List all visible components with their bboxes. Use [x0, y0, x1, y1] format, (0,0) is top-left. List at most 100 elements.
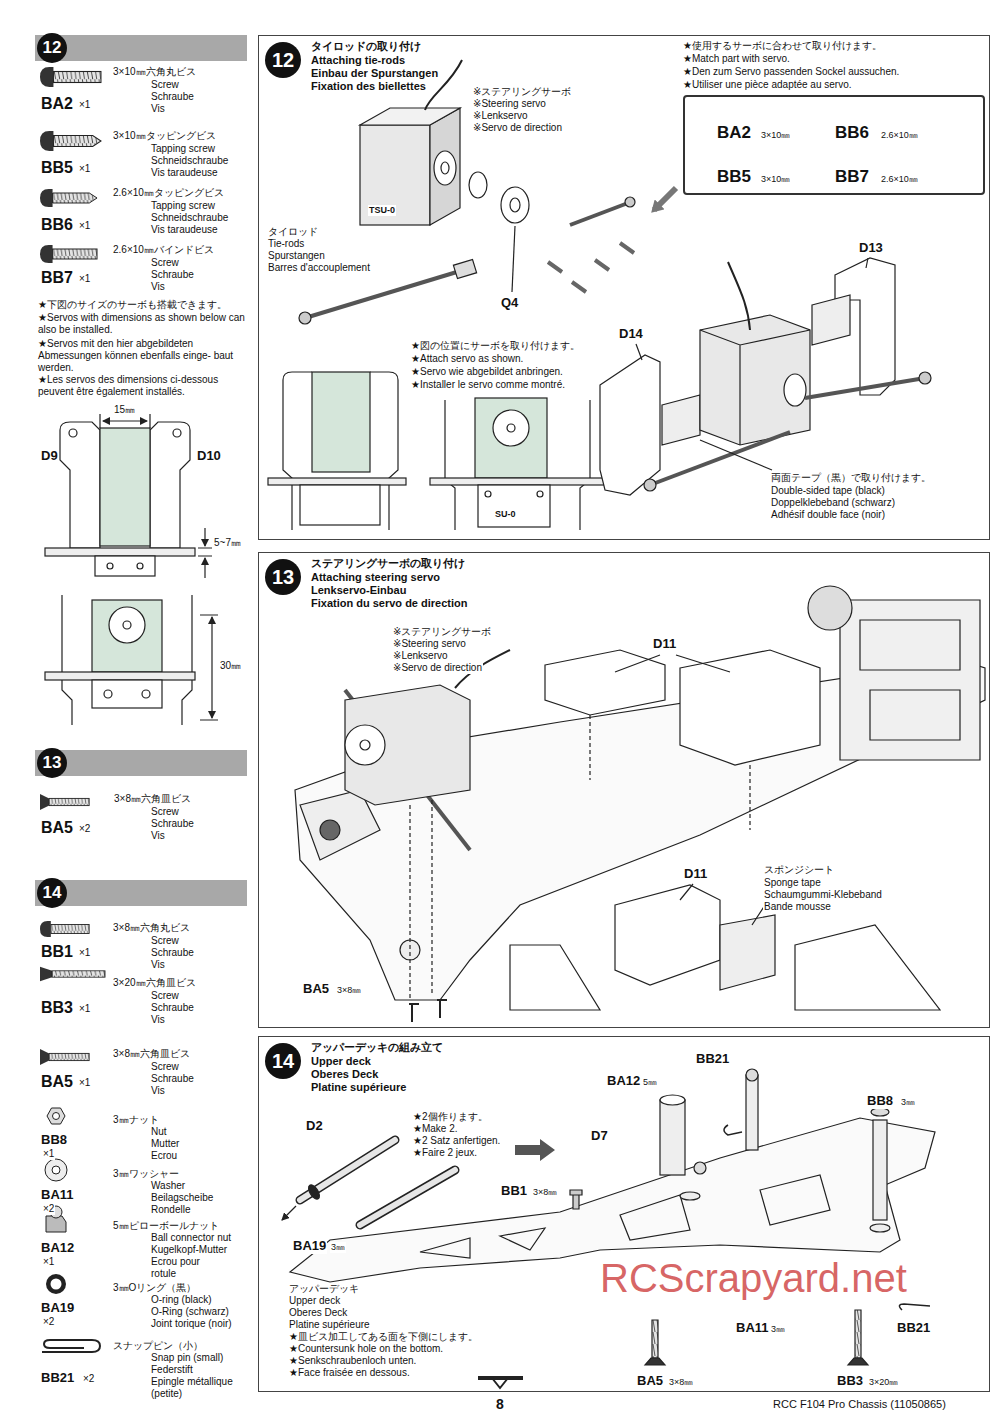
- part-label: TSU-0: [368, 205, 396, 216]
- part-code: 3×10㎜: [761, 174, 790, 185]
- note-text: ★Face fraisée en dessous.: [288, 1367, 411, 1379]
- note-text: Schraube: [150, 818, 195, 830]
- note-text: ★2個作ります。: [412, 1111, 489, 1123]
- note-text: Tapping screw: [150, 143, 216, 155]
- part-label: BB8: [40, 1132, 68, 1148]
- note-text: Vis: [150, 830, 166, 842]
- note-text: 3×20㎜六角皿ビス: [112, 977, 197, 989]
- note-text: ★Senkschraubenloch unten.: [288, 1355, 417, 1367]
- note-text: Epingle métallique (petite): [150, 1376, 252, 1400]
- step-panel: 13ステアリングサーボの取り付けAttaching steering servo…: [258, 552, 990, 1028]
- part-label: BA12: [606, 1073, 641, 1089]
- note-text: 3×8㎜六角皿ビス: [112, 1048, 191, 1060]
- note-text: 3×10㎜タッピングビス: [112, 130, 217, 142]
- tie-rod-illustration: [268, 60, 931, 530]
- note-text: 5㎜: [642, 1077, 658, 1088]
- part-label: 8: [495, 1396, 505, 1413]
- note-text: Platine supérieure: [288, 1319, 371, 1331]
- note-text: ★下図のサイズのサーボも搭載できます。: [37, 299, 251, 311]
- note-text: スナップピン（小）: [112, 1340, 204, 1352]
- note-text: ★2 Satz anfertigen.: [412, 1135, 501, 1147]
- note-text: RCC F104 Pro Chassis (11050865): [772, 1398, 947, 1411]
- note-text: 3×8㎜: [532, 1187, 558, 1198]
- note-text: Bande mousse: [763, 901, 832, 913]
- step-title: Fixation des biellettes: [311, 80, 426, 93]
- note-text: ×1: [42, 1256, 55, 1268]
- note-text: Ball connector nut: [150, 1232, 232, 1244]
- step-number: 12: [37, 33, 67, 63]
- note-text: Doppelklebeband (schwarz): [770, 497, 896, 509]
- part-code: BB7: [835, 167, 869, 187]
- note-text: Rondelle: [150, 1204, 191, 1216]
- part-label: Q4: [500, 295, 519, 311]
- note-text: 2.6×10㎜タッピングビス: [112, 187, 225, 199]
- note-text: Screw: [150, 990, 180, 1002]
- note-text: Vis: [150, 281, 166, 293]
- note-text: 3×8㎜: [668, 1377, 694, 1388]
- note-text: 5~7㎜: [213, 537, 242, 549]
- note-text: O-Ring (schwarz): [150, 1306, 230, 1318]
- part-label: D11: [683, 866, 708, 882]
- part-label: BB21: [896, 1320, 931, 1336]
- part-code: 2.6×10㎜: [881, 174, 918, 185]
- note-text: ★Servo wie abgebildet anbringen.: [410, 366, 564, 378]
- note-text: ※Lenkservo: [472, 110, 529, 122]
- part-label: D11: [652, 636, 677, 652]
- part-code: 2.6×10㎜: [881, 130, 918, 141]
- step-title: タイロッドの取り付け: [311, 40, 421, 53]
- note-text: 2.6×10㎜バインドビス: [112, 244, 215, 256]
- step-title: Upper deck: [311, 1055, 371, 1068]
- upper-deck-illustration: [282, 1069, 935, 1388]
- note-text: ×2: [78, 823, 91, 835]
- note-text: タイロッド: [267, 226, 319, 238]
- step-title: Lenkservo-Einbau: [311, 584, 406, 597]
- note-text: 3㎜Oリング（黒）: [112, 1282, 197, 1294]
- note-text: ★Match part with servo.: [682, 53, 791, 65]
- note-text: 両面テープ（黒）で取り付けます。: [770, 472, 932, 484]
- note-text: Upper deck: [288, 1295, 341, 1307]
- note-text: ×2: [42, 1316, 55, 1328]
- note-text: ★Les servos des dimensions ci-dessous pe…: [37, 374, 251, 398]
- note-text: ×1: [78, 99, 91, 111]
- note-text: 3×8㎜: [336, 985, 362, 996]
- note-text: Snap pin (small): [150, 1352, 224, 1364]
- step-title: Attaching steering servo: [311, 571, 440, 584]
- note-text: Screw: [150, 806, 180, 818]
- note-text: ※Servo de direction: [392, 662, 483, 674]
- note-text: アッパーデッキ: [288, 1283, 360, 1295]
- part-label: BA19: [40, 1300, 75, 1316]
- note-text: ※ステアリングサーボ: [392, 626, 492, 638]
- note-text: ★Servos mit den hier abgebildeten Abmess…: [37, 338, 251, 374]
- note-text: ★皿ビス加工してある面を下側にします。: [288, 1331, 479, 1343]
- part-label: BB21: [40, 1370, 75, 1386]
- part-label: D13: [858, 240, 884, 256]
- step-header: 13: [35, 750, 247, 776]
- part-label: BA11: [735, 1320, 770, 1336]
- part-code: BB6: [835, 123, 869, 143]
- note-text: ×2: [42, 1203, 55, 1215]
- note-text: Vis: [150, 1014, 166, 1026]
- note-text: Schraube: [150, 269, 195, 281]
- note-text: 3㎜: [770, 1324, 786, 1335]
- note-text: Sponge tape: [763, 877, 822, 889]
- part-label: BB21: [695, 1051, 730, 1067]
- step-title: Oberes Deck: [311, 1068, 378, 1081]
- note-text: ※Lenkservo: [392, 650, 449, 662]
- note-text: ★Countersunk hole on the bottom.: [288, 1343, 444, 1355]
- part-label: BA11: [40, 1187, 75, 1203]
- note-text: Schraube: [150, 1073, 195, 1085]
- note-text: Tie-rods: [267, 238, 305, 250]
- part-code: 3×10㎜: [761, 130, 790, 141]
- note-text: Beilagscheibe: [150, 1192, 214, 1204]
- note-text: 3×8㎜六角丸ビス: [112, 922, 191, 934]
- step-title: アッパーデッキの組み立て: [311, 1041, 443, 1054]
- servo-dimension-drawing: [45, 414, 218, 725]
- part-label: BA5: [636, 1373, 664, 1389]
- note-text: スポンジシート: [763, 864, 835, 876]
- note-text: Double-sided tape (black): [770, 485, 886, 497]
- note-text: ★Servos with dimensions as shown below c…: [37, 312, 251, 336]
- part-label: D7: [590, 1128, 609, 1144]
- step-title: Einbau der Spurstangen: [311, 67, 438, 80]
- note-text: 3㎜ワッシャー: [112, 1168, 180, 1180]
